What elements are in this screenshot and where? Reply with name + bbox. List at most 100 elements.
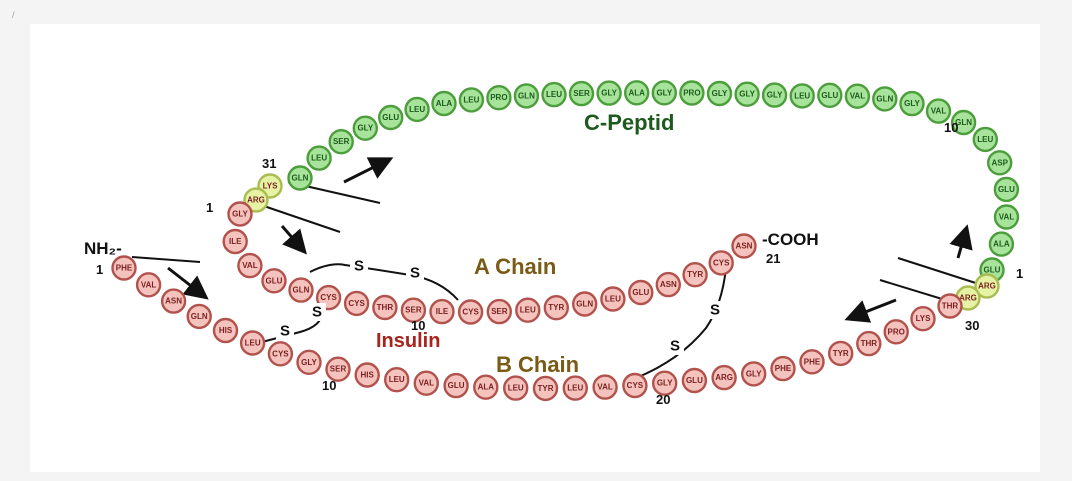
- b-chain-bead: [681, 367, 708, 394]
- b-chain-residue-label: LYS: [916, 314, 931, 323]
- c-peptide-chain: GLUALAVALGLUASPLEUGLNVALGLYGLNVALGLULEUG…: [287, 80, 1020, 283]
- a-chain-residue-label: VAL: [242, 261, 258, 270]
- c-peptide-number-31: 31: [262, 156, 276, 171]
- c-peptide-bead: [352, 115, 378, 141]
- c-peptide-residue-label: PRO: [490, 93, 507, 102]
- arrow-down-right-b: [167, 266, 209, 300]
- a-chain-residue-label: TYR: [687, 270, 703, 279]
- b-chain-residue-label: VAL: [419, 379, 435, 388]
- b-chain-bead: [186, 303, 212, 330]
- b-chain-bead: [111, 255, 137, 281]
- c-peptide-residue-label: GLN: [518, 91, 535, 100]
- b-chain-residue-label: VAL: [597, 383, 613, 392]
- a-chain-residue-label: GLY: [232, 210, 248, 219]
- b-chain-bead: [413, 370, 439, 396]
- c-peptide-bead: [817, 82, 843, 109]
- b-chain-residue-label: GLN: [191, 312, 208, 321]
- sulfur-label: S: [710, 302, 720, 319]
- cleavage-mark-nh2: [131, 256, 201, 263]
- b-chain-bead: [325, 356, 351, 382]
- b-chain-bead: [856, 330, 882, 357]
- b-chain-residue-label: TYR: [538, 384, 554, 393]
- a-chain-residue-label: CYS: [713, 258, 730, 267]
- c-peptide-bead: [458, 87, 485, 113]
- b-chain-number-30: 30: [965, 318, 979, 333]
- b-chain-residue-label: THR: [861, 339, 878, 348]
- b-chain-bead: [711, 364, 737, 391]
- a-chain-residue-label: CYS: [348, 299, 365, 308]
- a-chain-residue-label: CYS: [462, 308, 479, 317]
- b-chain-bead: [622, 372, 648, 399]
- a-chain-number-21: 21: [766, 251, 780, 266]
- a-chain-residue-label: GLU: [632, 288, 649, 297]
- c-peptide-bead: [706, 80, 733, 107]
- c-peptide-bead: [568, 80, 595, 107]
- b-chain-bead: [937, 293, 963, 319]
- b-chain-bead: [910, 306, 936, 332]
- a-chain-residue-label: SER: [405, 306, 422, 315]
- a-chain-bead: [572, 291, 598, 317]
- b-chain-bead: [473, 374, 499, 400]
- a-chain-bead: [288, 277, 314, 303]
- b-chain-residue-label: ARG: [715, 373, 733, 382]
- b-chain-residue-label: HIS: [219, 326, 233, 335]
- c-peptide-bead: [993, 204, 1020, 230]
- b-chain-bead: [296, 349, 322, 375]
- a-chain-bead: [628, 279, 654, 306]
- cleavage-mark-arg-a1: [257, 203, 341, 233]
- a-chain-residue-label: TYR: [548, 303, 564, 312]
- a-chain-bead: [343, 290, 370, 317]
- c-peptide-bead: [993, 176, 1020, 203]
- linker-bead: [974, 273, 1000, 299]
- a-chain-number-1: 1: [206, 200, 213, 215]
- a-chain-bead: [543, 295, 569, 321]
- c-peptide-bead: [987, 150, 1013, 176]
- b-chain-residue-label: GLY: [746, 369, 762, 378]
- c-peptide-residue-label: SER: [333, 137, 350, 146]
- c-peptide-bead: [925, 98, 952, 124]
- c-peptid-title: C-Peptid: [584, 110, 674, 135]
- c-peptide-bead: [328, 128, 354, 155]
- a-chain-residue-label: GLN: [293, 286, 310, 295]
- c-peptide-residue-label: LEU: [794, 91, 810, 100]
- b-chain-residue-label: GLU: [448, 381, 465, 390]
- linker-bead: [243, 187, 269, 213]
- a-chain-bead: [515, 297, 541, 323]
- c-peptide-bead: [287, 165, 313, 191]
- a-chain-bead: [600, 286, 626, 312]
- c-peptide-bead: [596, 80, 622, 106]
- corner-mark: /: [12, 10, 15, 20]
- linker-residue-label: LYS: [263, 182, 278, 191]
- a-chain-bead: [227, 201, 253, 227]
- a-chain-title: A Chain: [474, 254, 556, 279]
- c-peptide-bead: [761, 82, 788, 108]
- arrow-up-right: [343, 157, 394, 184]
- c-peptide-bead: [486, 84, 512, 111]
- arrow-down-left: [844, 298, 897, 323]
- c-peptide-bead: [513, 83, 540, 109]
- c-peptide-bead: [844, 83, 871, 109]
- c-peptide-bead: [306, 145, 332, 171]
- c-peptide-residue-label: LEU: [977, 135, 993, 144]
- a-chain-bead: [372, 294, 398, 321]
- a-chain-bead: [429, 298, 455, 325]
- c-peptide-residue-label: GLN: [876, 94, 893, 103]
- b-chain-bead: [212, 317, 239, 344]
- c-peptide-residue-label: GLY: [601, 89, 617, 98]
- a-chain-residue-label: LEU: [605, 295, 621, 304]
- b-chain-residue-label: TYR: [833, 349, 849, 358]
- b-chain-residue-label: PHE: [804, 357, 821, 366]
- c-peptide-residue-label: GLY: [739, 90, 755, 99]
- b-chain-bead: [239, 330, 266, 356]
- a-chain-number-10: 10: [411, 318, 425, 333]
- c-peptide-number-1: 1: [1016, 266, 1023, 281]
- c-peptide-residue-label: GLU: [382, 113, 399, 122]
- a-chain-residue-label: GLN: [576, 300, 593, 309]
- b-chain-bead: [503, 375, 529, 401]
- b-chain-bead: [883, 319, 909, 345]
- b-chain-bead: [741, 361, 767, 387]
- c-peptide-residue-label: LEU: [311, 154, 327, 163]
